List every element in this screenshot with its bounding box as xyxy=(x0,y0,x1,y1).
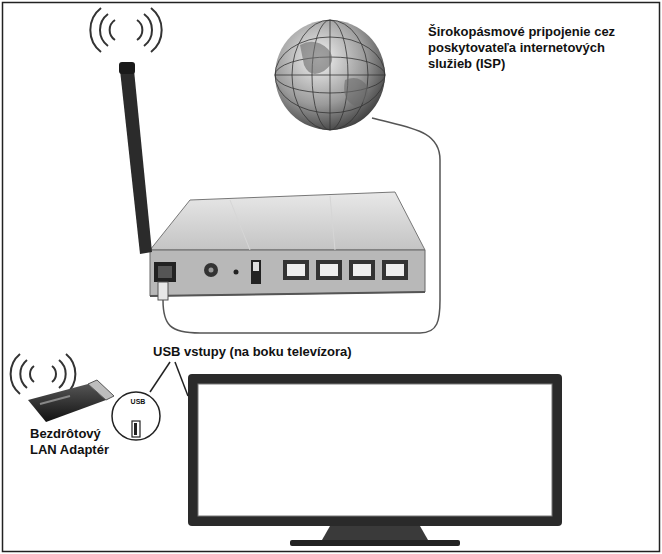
television xyxy=(188,374,562,546)
leader-line xyxy=(150,362,170,392)
leader-line xyxy=(175,362,188,396)
isp-label: Širokopásmové pripojenie cez poskytovate… xyxy=(428,24,650,72)
internet-globe xyxy=(275,20,385,130)
usb-port-label: USB xyxy=(127,397,149,406)
adapter-label: Bezdrôtový LAN Adaptér xyxy=(30,426,130,458)
usb-inputs-label: USB vstupy (na boku televízora) xyxy=(153,344,352,360)
wifi-router xyxy=(119,62,425,300)
wifi-signal xyxy=(11,354,76,394)
wireless-lan-adapter xyxy=(28,380,114,422)
usb-port-inset xyxy=(112,392,160,440)
wifi-signal xyxy=(90,8,161,52)
frame xyxy=(3,3,660,552)
